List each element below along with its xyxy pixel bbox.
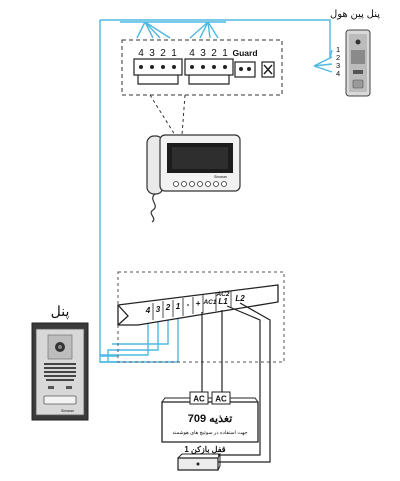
strip-terminal-l2: L2 (235, 294, 245, 303)
strip-wire-4 (100, 318, 149, 356)
guard-connector: Guard (232, 48, 258, 78)
pinhole-terminal-1: 1 (336, 45, 340, 54)
strip-terminal-ac1: AC1 (202, 299, 216, 306)
group-b-terminal-1: 1 (222, 48, 228, 59)
power-socket (261, 61, 275, 78)
door-lock: قفل بازکن 1 (177, 445, 226, 471)
panel-brand: Simaran (61, 409, 74, 413)
terminal-strip: 4 3 2 1 - + AC1 AC2 L1 L2 (117, 284, 279, 326)
strip-terminal-l1: L1 (218, 297, 228, 306)
ac-right-label: AC (215, 395, 227, 404)
ac-left-label: AC (193, 395, 205, 404)
group-b-terminal-4: 4 (189, 48, 195, 59)
strip-terminal-1: 1 (176, 302, 181, 311)
monitor-terminal-block: 4 3 2 1 4 3 2 1 Guard (121, 39, 283, 136)
terminal-connector-a (133, 58, 183, 76)
wire-l2 (218, 302, 271, 463)
strip-terminal-plus: + (196, 299, 201, 308)
terminal-connector-b (184, 58, 234, 76)
pinhole-camera-icon (355, 39, 361, 45)
terminal-block-frame (121, 39, 283, 96)
monitor-buttons (173, 181, 227, 187)
strip-wire-2 (112, 318, 169, 345)
power-supply-subtitle: جهت استفاده در سوئیچ های هوشمند (172, 430, 247, 436)
pin-hole-panel-title: پنل پین هول (329, 9, 381, 20)
panel-title: پنل (51, 303, 70, 320)
group-a-terminal-2: 2 (160, 48, 166, 59)
fan-group-a (136, 21, 171, 39)
group-b-terminal-3: 3 (200, 48, 206, 59)
outdoor-panel: پنل Simaran (31, 303, 89, 421)
pinhole-terminal-labels: 1 2 3 4 (336, 45, 340, 78)
top-wire (100, 19, 331, 58)
group-a-terminal-1: 1 (171, 48, 177, 59)
terminal-group-b: 4 3 2 1 (184, 48, 234, 85)
group-a-terminal-4: 4 (138, 48, 144, 59)
pinhole-call-button (352, 79, 364, 89)
handset-cord (150, 193, 156, 223)
pinhole-terminal-4: 4 (336, 69, 340, 78)
pinhole-terminal-3: 3 (336, 61, 340, 70)
power-wiring (201, 302, 271, 463)
strip-body (117, 284, 279, 326)
bus-wire-outer (99, 20, 118, 363)
ac-terminal-left (189, 391, 209, 405)
panel-call-button (43, 395, 77, 405)
pointer-to-monitor (149, 94, 186, 136)
strip-terminal-3: 3 (156, 305, 161, 314)
terminal-group-a: 4 3 2 1 (133, 48, 183, 85)
panel-speaker-grille (44, 363, 76, 381)
group-b-terminal-2: 2 (211, 48, 217, 59)
wire-l1 (218, 305, 261, 456)
indoor-monitor: Simaran (146, 134, 241, 223)
guard-label: Guard (232, 48, 257, 58)
power-supply: AC AC تغذیه 709 جهت استفاده در سوئیچ های… (161, 391, 259, 443)
pinhole-terminal-2: 2 (336, 53, 340, 62)
strip-terminal-ac2: AC2 (215, 291, 229, 298)
group-a-terminal-3: 3 (149, 48, 155, 59)
pin-hole-panel: 1 2 3 4 (336, 29, 371, 97)
fan-pinhole (313, 49, 333, 73)
lock-title: قفل بازکن 1 (184, 445, 225, 455)
ac-terminal-right (211, 391, 231, 405)
strip-enclosure (117, 271, 285, 363)
strip-terminal-2: 2 (165, 303, 171, 312)
strip-terminal-minus: - (187, 300, 190, 309)
strip-terminal-4: 4 (145, 306, 151, 315)
monitor-brand: Simaran (214, 175, 227, 179)
fan-group-b (189, 21, 219, 39)
power-supply-title: تغذیه 709 (188, 413, 233, 425)
